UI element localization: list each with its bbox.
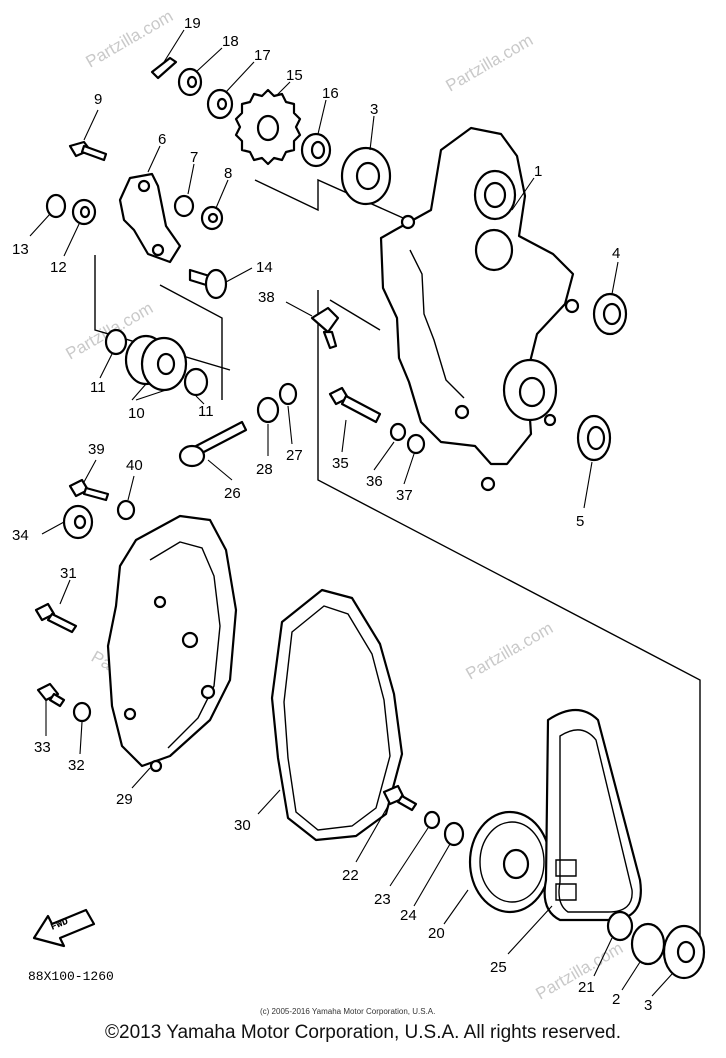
callout-21: 21 xyxy=(578,979,595,996)
part-38-fitting xyxy=(310,306,340,350)
callouts: 19 18 17 15 16 3 1 9 6 7 8 13 12 14 4 38… xyxy=(12,15,652,1014)
part-20-sprocket xyxy=(468,810,552,914)
callout-10: 10 xyxy=(128,405,145,422)
part-14-shaft xyxy=(188,268,228,300)
part-17-washer xyxy=(206,88,234,120)
part-1-case xyxy=(379,126,580,492)
callout-2: 2 xyxy=(612,991,620,1008)
callout-4: 4 xyxy=(612,245,620,262)
part-33-bolt xyxy=(36,682,66,708)
callout-39: 39 xyxy=(88,441,105,458)
callout-12: 12 xyxy=(50,259,67,276)
part-36-nut xyxy=(389,422,407,442)
callout-3-bottom: 3 xyxy=(644,997,652,1014)
part-3-bearing-top xyxy=(340,146,392,206)
watermark-1: Partzilla.com xyxy=(83,6,177,71)
callout-7: 7 xyxy=(190,149,198,166)
part-37-washer xyxy=(406,433,426,455)
callout-23: 23 xyxy=(374,891,391,908)
part-15-sprocket xyxy=(234,88,302,166)
callout-3-top: 3 xyxy=(370,101,378,118)
copyright-notice: ©2013 Yamaha Motor Corporation, U.S.A. A… xyxy=(105,1022,621,1043)
callout-37: 37 xyxy=(396,487,413,504)
callout-9: 9 xyxy=(94,91,102,108)
part-9-bolt xyxy=(68,140,108,162)
part-2-circlip xyxy=(630,922,666,966)
callout-18: 18 xyxy=(222,33,239,50)
assembly-lines xyxy=(94,178,701,960)
part-6-tensioner-arm xyxy=(118,172,182,264)
callout-26: 26 xyxy=(224,485,241,502)
callout-40: 40 xyxy=(126,457,143,474)
callout-35: 35 xyxy=(332,455,349,472)
callout-6: 6 xyxy=(158,131,166,148)
callout-14: 14 xyxy=(256,259,273,276)
callout-22: 22 xyxy=(342,867,359,884)
part-22-bolt xyxy=(382,784,418,812)
callout-36: 36 xyxy=(366,473,383,490)
part-29-cover xyxy=(106,514,238,773)
part-16-bushing xyxy=(300,132,332,168)
callout-27: 27 xyxy=(286,447,303,464)
part-4-seal xyxy=(592,292,628,336)
callout-38: 38 xyxy=(258,289,275,306)
callout-31: 31 xyxy=(60,565,77,582)
callout-5: 5 xyxy=(576,513,584,530)
callout-33: 33 xyxy=(34,739,51,756)
callout-8: 8 xyxy=(224,165,232,182)
fwd-arrow-icon: FWD xyxy=(32,908,96,948)
part-34-collar xyxy=(62,504,94,540)
callout-28: 28 xyxy=(256,461,273,478)
part-31-bolt xyxy=(34,602,78,634)
callout-11-left: 11 xyxy=(90,379,106,396)
part-26-bolt xyxy=(178,420,248,468)
leader-lines xyxy=(29,29,673,997)
callout-13: 13 xyxy=(12,241,29,258)
callout-1: 1 xyxy=(534,163,542,180)
callout-25: 25 xyxy=(490,959,507,976)
part-40-washer xyxy=(116,499,136,521)
part-11-washer-right xyxy=(183,367,209,397)
part-39-bolt xyxy=(68,478,110,502)
part-30-gasket xyxy=(270,588,404,842)
part-19-cotter-pin xyxy=(150,56,178,80)
part-24-washer xyxy=(443,821,465,847)
part-12-washer xyxy=(71,198,97,226)
part-18-collar xyxy=(177,67,203,97)
part-11-washer-left xyxy=(104,328,128,356)
diagram-code: 88X100-1260 xyxy=(28,969,114,984)
part-10-idler-wheel xyxy=(124,334,188,392)
part-5-seal xyxy=(576,414,612,462)
part-23-washer xyxy=(423,810,441,830)
callout-16: 16 xyxy=(322,85,339,102)
callout-15: 15 xyxy=(286,67,303,84)
callout-17: 17 xyxy=(254,47,271,64)
part-13-circlip xyxy=(45,193,67,219)
part-28-collar xyxy=(256,396,280,424)
callout-19: 19 xyxy=(184,15,201,32)
callout-24: 24 xyxy=(400,907,417,924)
part-7-washer xyxy=(173,194,195,218)
part-32-washer xyxy=(72,701,92,723)
callout-29: 29 xyxy=(116,791,133,808)
part-3-bearing-bottom xyxy=(662,924,706,980)
part-8-collar xyxy=(200,205,224,231)
watermark-2: Partzilla.com xyxy=(443,30,537,95)
watermark-3: Partzilla.com xyxy=(463,618,557,683)
small-copyright: (c) 2005-2016 Yamaha Motor Corporation, … xyxy=(260,1007,435,1016)
part-25-chain xyxy=(543,708,642,922)
part-21-collar xyxy=(606,910,634,942)
callout-32: 32 xyxy=(68,757,85,774)
callout-30: 30 xyxy=(234,817,251,834)
callout-20: 20 xyxy=(428,925,445,942)
callout-11-right: 11 xyxy=(198,403,214,420)
part-35-bolt xyxy=(328,386,382,424)
callout-34: 34 xyxy=(12,527,29,544)
part-27-washer xyxy=(278,382,298,406)
